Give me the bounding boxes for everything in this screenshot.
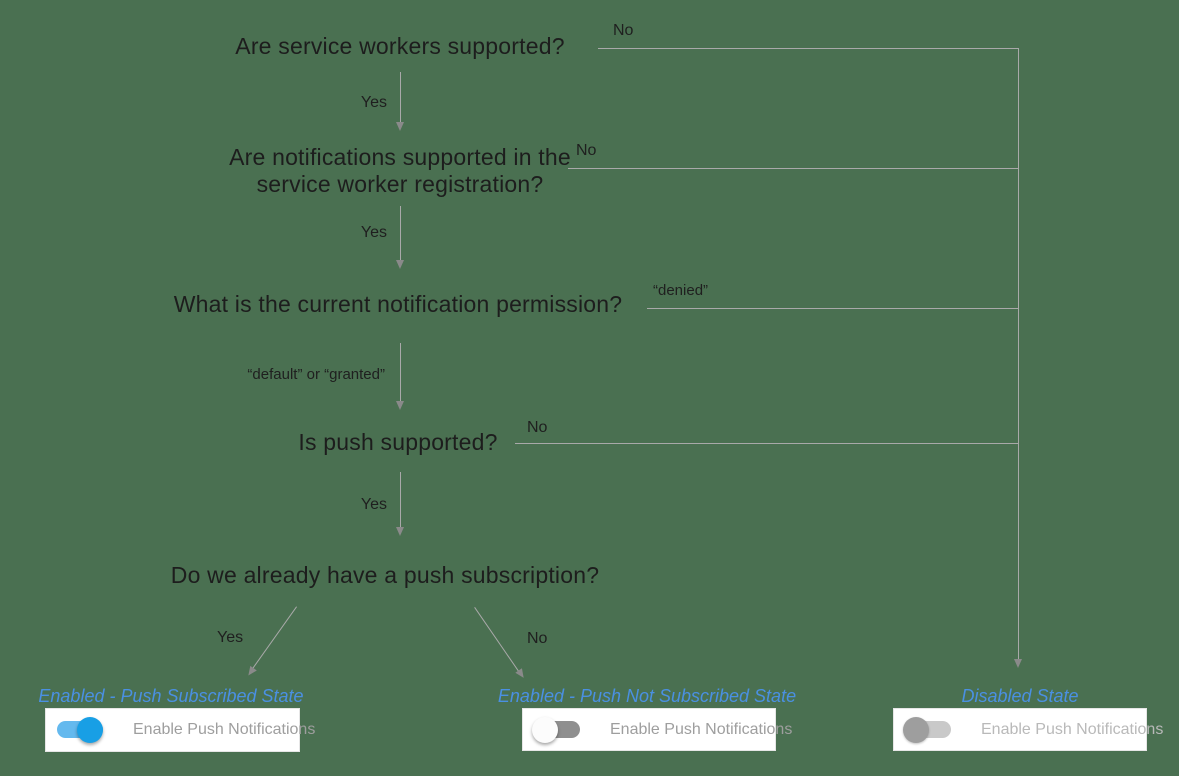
state-title-disabled: Disabled State xyxy=(961,686,1079,706)
push-toggle-on[interactable] xyxy=(57,717,105,743)
toggle-thumb-icon xyxy=(532,716,558,743)
arrow-down-icon xyxy=(1014,659,1022,668)
label-default-or-granted: “default” or “granted” xyxy=(247,366,385,383)
label-denied: “denied” xyxy=(653,282,709,299)
card-enabled-subscribed: Enable Push Notifications xyxy=(45,708,315,752)
question-push-supported: Is push supported? xyxy=(298,429,498,455)
arrow-head-icon xyxy=(245,665,257,678)
arrow-head-icon xyxy=(515,668,528,681)
edge-no-not-subscribed xyxy=(474,607,528,681)
edge-to-disabled-state xyxy=(1018,48,1019,659)
label-yes-2: Yes xyxy=(360,224,387,241)
state-title-enabled-not-subscribed: Enabled - Push Not Subscribed State xyxy=(497,686,797,706)
label-no-5: No xyxy=(527,630,548,647)
label-no-1: No xyxy=(613,22,634,39)
edge-yes-4 xyxy=(400,472,401,527)
switch-label: Enable Push Notifications xyxy=(981,720,1164,738)
edge-denied xyxy=(647,308,1018,309)
toggle-thumb-icon xyxy=(903,716,929,743)
edge-yes-2 xyxy=(400,206,401,260)
edge-no-1 xyxy=(598,48,1018,49)
question-push-subscription: Do we already have a push subscription? xyxy=(170,562,600,588)
state-title-enabled-subscribed: Enabled - Push Subscribed State xyxy=(38,686,304,706)
question-service-workers-supported: Are service workers supported? xyxy=(235,33,565,59)
arrow-down-icon xyxy=(396,122,404,131)
question-notification-permission: What is the current notification permiss… xyxy=(173,291,623,317)
label-yes-5: Yes xyxy=(217,629,244,646)
edge-default-granted xyxy=(400,343,401,401)
question-notifications-supported: Are notifications supported in the servi… xyxy=(229,144,571,197)
toggle-thumb-icon xyxy=(77,717,103,743)
switch-label: Enable Push Notifications xyxy=(610,720,793,738)
edge-yes-1 xyxy=(400,72,401,122)
edge-yes-subscribed xyxy=(245,606,297,678)
edge-no-2 xyxy=(568,168,1018,169)
label-yes-4: Yes xyxy=(360,496,387,513)
edge-no-4 xyxy=(515,443,1018,444)
label-no-2: No xyxy=(576,142,597,159)
card-disabled: Enable Push Notifications xyxy=(893,708,1163,751)
label-no-4: No xyxy=(527,419,548,436)
arrow-down-icon xyxy=(396,260,404,269)
arrow-down-icon xyxy=(396,527,404,536)
switch-label: Enable Push Notifications xyxy=(133,721,316,738)
card-enabled-not-subscribed: Enable Push Notifications xyxy=(522,708,792,751)
push-toggle-off[interactable] xyxy=(532,716,582,743)
label-yes-1: Yes xyxy=(360,94,387,111)
arrow-down-icon xyxy=(396,401,404,410)
push-toggle-disabled xyxy=(903,716,953,743)
